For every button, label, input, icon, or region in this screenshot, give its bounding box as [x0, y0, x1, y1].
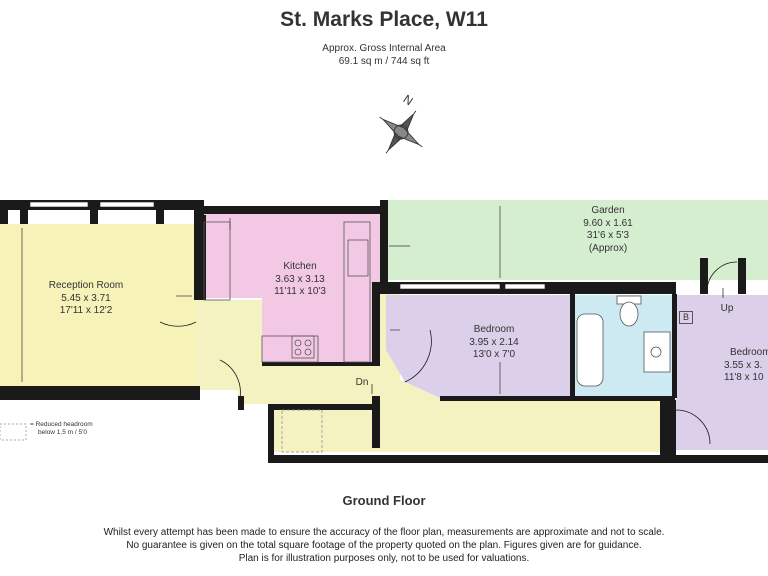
disclaimer-line: No guarantee is given on the total squar… [126, 540, 642, 551]
window [504, 283, 546, 290]
floor-title: Ground Floor [342, 493, 426, 508]
bedroom-1-label: Bedroom 3.95 x 2.14 13'0 x 7'0 [469, 324, 519, 360]
wall [268, 404, 378, 410]
window [29, 201, 89, 208]
window [99, 201, 155, 208]
disclaimer-line: Plan is for illustration purposes only, … [238, 553, 530, 564]
wall [738, 258, 746, 294]
bedroom-2-fill [676, 295, 768, 450]
wall [440, 396, 675, 401]
wall [660, 400, 676, 455]
toilet [619, 301, 639, 327]
reduced-headroom-area [281, 409, 323, 453]
counter [343, 221, 371, 363]
hall-fill [196, 288, 672, 452]
wall [90, 210, 98, 224]
bedroom-2-label: Bedroom 3.55 x 3. 11'8 x 10 [724, 347, 768, 383]
wall [20, 210, 28, 224]
area-value: 69.1 sq m / 744 sq ft [338, 56, 430, 67]
wall [700, 258, 708, 294]
counter [261, 335, 319, 363]
wall [156, 210, 164, 224]
window [399, 283, 501, 290]
wall [204, 206, 388, 214]
door-swing [404, 329, 432, 383]
door-swing [159, 321, 197, 327]
down-marker: Dn [355, 377, 369, 388]
bathtub [576, 313, 604, 387]
door-swing [675, 409, 711, 445]
door-swing [706, 261, 738, 291]
wall [262, 362, 372, 366]
area-label: Approx. Gross Internal Area [322, 43, 446, 54]
wall [268, 455, 768, 463]
legend-swatch [0, 423, 27, 441]
compass-rose-icon [379, 110, 423, 154]
wall [196, 215, 206, 300]
disclaimer-line: Whilst every attempt has been made to en… [103, 527, 665, 538]
plan-title: St. Marks Place, W11 [280, 8, 488, 31]
up-marker: Up [720, 303, 734, 314]
hob [291, 335, 315, 359]
reception-room-fill [0, 224, 196, 386]
wall [0, 386, 200, 400]
garden-label: Garden 9.60 x 1.61 31'6 x 5'3 (Approx) [583, 205, 633, 254]
legend-text: = Reduced headroom below 1.5 m / 5'0 [30, 421, 93, 436]
wall [380, 200, 388, 290]
wall [570, 294, 575, 398]
door-swing [219, 359, 241, 399]
boiler-marker: B [679, 311, 693, 324]
wall [238, 396, 244, 410]
sink [347, 239, 369, 277]
bedroom-1-fill [386, 295, 570, 398]
wall [0, 210, 8, 224]
wall [372, 396, 380, 448]
kitchen-label: Kitchen 3.63 x 3.13 11'11 x 10'3 [274, 261, 326, 297]
wall [672, 294, 677, 398]
kitchen-fill [204, 214, 380, 362]
counter [203, 221, 231, 301]
disclaimer: Whilst every attempt has been made to en… [0, 526, 768, 565]
wall [268, 404, 274, 462]
wall [372, 282, 380, 366]
reception-room-label: Reception Room 5.45 x 3.71 17'11 x 12'2 [48, 280, 124, 316]
